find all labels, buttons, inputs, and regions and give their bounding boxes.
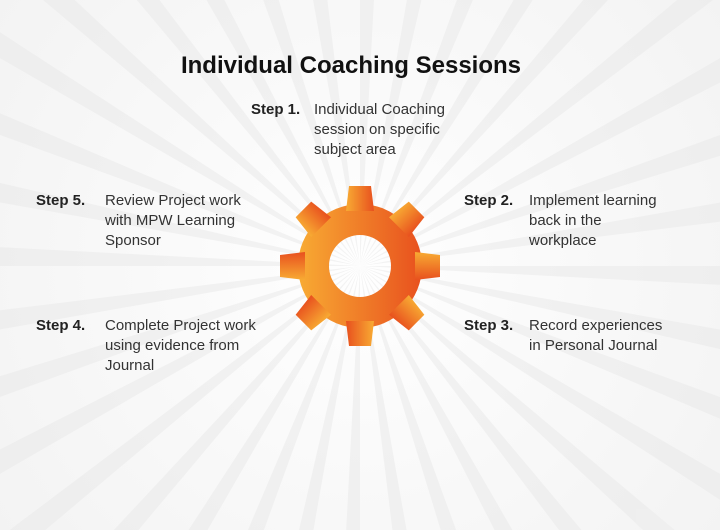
ray [188, 266, 360, 530]
ray [206, 0, 360, 266]
ray [0, 32, 360, 266]
ray [360, 134, 720, 266]
step-label: Step 3. [464, 317, 514, 334]
ray [0, 266, 360, 330]
gear-tooth [280, 252, 305, 280]
ray [346, 266, 360, 530]
ray [9, 266, 361, 530]
ray [299, 266, 360, 530]
ray [0, 266, 360, 398]
gear-tooth [346, 321, 374, 346]
ray [360, 266, 720, 500]
step-text: Implement learning back in the workplace [529, 192, 657, 249]
ray [360, 266, 675, 530]
step-text: Record experiences in Personal Journal [529, 317, 663, 354]
gear-tooth [346, 186, 374, 211]
step-label: Step 2. [464, 192, 514, 209]
ray [360, 266, 720, 350]
ray [360, 58, 720, 267]
ray [360, 0, 533, 266]
ray [247, 266, 360, 530]
gear-icon [280, 186, 440, 346]
ray [0, 247, 360, 266]
step-text: Complete Project work using evidence fro… [105, 317, 256, 374]
ray [360, 0, 609, 266]
ray [0, 182, 360, 266]
ray [360, 0, 713, 266]
ray [360, 266, 720, 285]
ray [0, 266, 360, 474]
ray [360, 266, 513, 530]
step-label: Step 1. [251, 101, 301, 118]
ray [360, 266, 582, 530]
page-title: Individual Coaching Sessions [180, 52, 522, 79]
gear-tooth [388, 201, 425, 238]
ray [113, 266, 361, 530]
gear-tooth [295, 294, 332, 331]
gear-tooth [388, 294, 425, 331]
gear-tooth [415, 252, 440, 280]
ray [136, 0, 360, 266]
ray [360, 202, 720, 266]
step-text: Individual Coaching session on specific … [314, 101, 445, 158]
step-text: Review Project work with MPW Learning Sp… [105, 192, 241, 249]
gear-tooth [295, 201, 332, 238]
ray [360, 0, 473, 266]
step-label: Step 5. [36, 192, 86, 209]
step-label: Step 4. [36, 317, 86, 334]
ray [360, 0, 422, 266]
ray [360, 266, 720, 419]
ray [263, 0, 360, 266]
ray [0, 113, 360, 267]
ray [360, 266, 457, 530]
ray [42, 0, 361, 266]
